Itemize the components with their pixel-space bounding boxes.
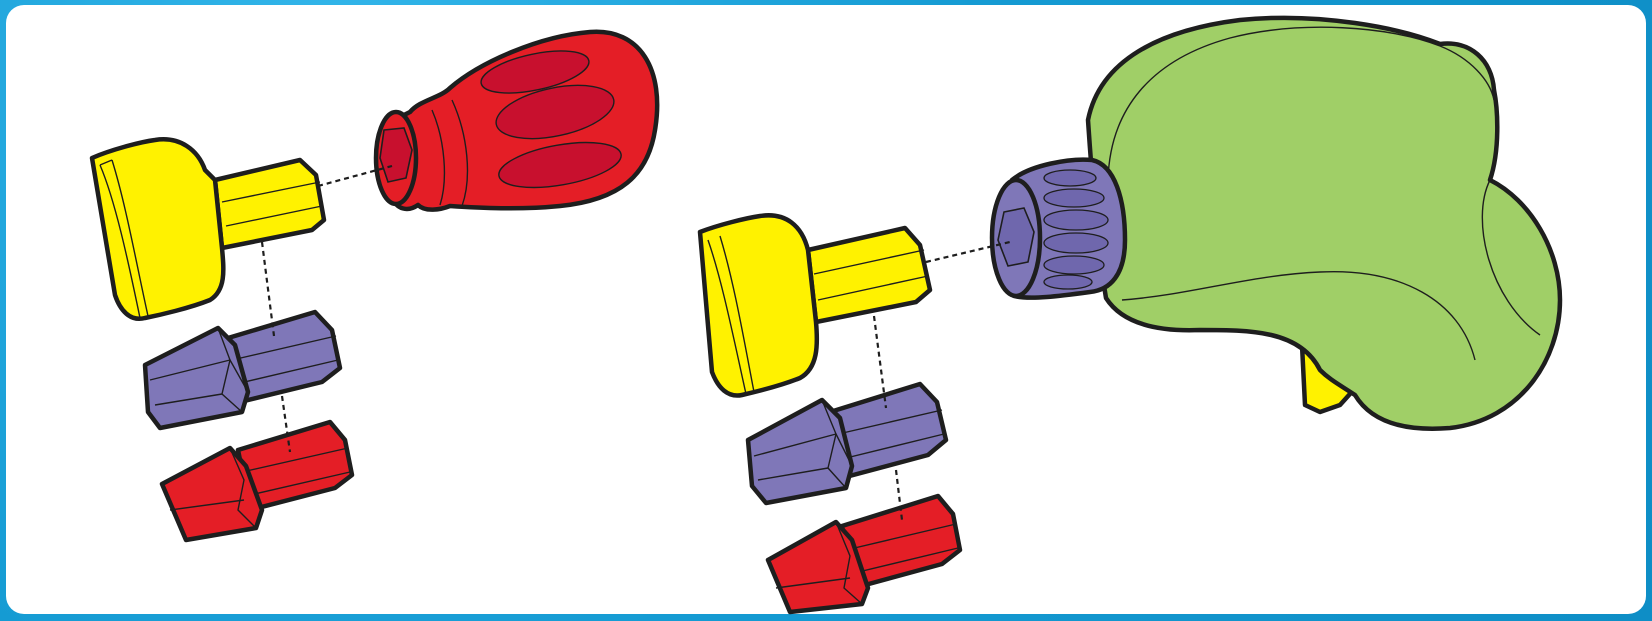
yellow-socket-adapter — [89, 137, 327, 322]
purple-bit — [745, 381, 949, 506]
connector-line — [872, 315, 888, 409]
yellow-socket-adapter — [697, 213, 933, 398]
purple-bit — [142, 309, 343, 431]
drill-assembly — [697, 15, 1563, 615]
connector-line — [260, 241, 276, 337]
connector-line — [280, 395, 292, 453]
purple-drill-chuck — [989, 157, 1128, 300]
red-bit — [159, 419, 355, 543]
screwdriver-assembly — [89, 29, 660, 543]
connector-line — [317, 164, 393, 188]
green-drill-body — [1085, 15, 1563, 431]
red-screwdriver-handle — [373, 29, 660, 212]
red-bit — [765, 493, 963, 615]
